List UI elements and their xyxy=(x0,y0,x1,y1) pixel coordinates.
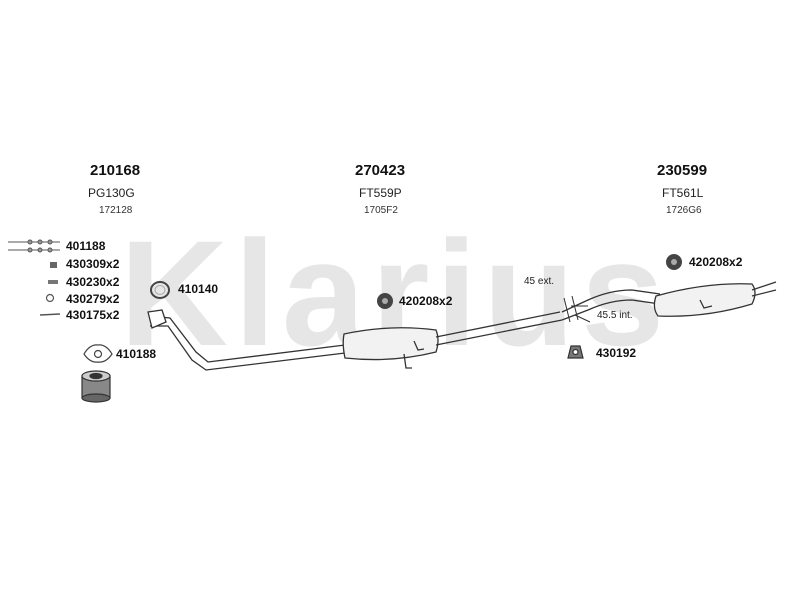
rear-silencer-part-number: 230599 xyxy=(657,162,708,179)
mount-label-right: 420208x2 xyxy=(689,255,743,269)
rear-silencer-sub-code: 1726G6 xyxy=(666,205,702,216)
mount-label-middle: 420208x2 xyxy=(399,294,453,308)
int-diameter-label: 45.5 int. xyxy=(597,310,633,321)
rear-silencer-code: FT561L xyxy=(662,186,704,200)
pin-icon xyxy=(39,313,61,316)
middle-silencer-code: FT559P xyxy=(359,186,402,200)
spring-icon xyxy=(45,293,55,303)
front-pipe xyxy=(147,309,346,371)
middle-silencer-sub-code: 1705F2 xyxy=(364,205,398,216)
bolt-icon xyxy=(8,239,60,253)
washer-icon xyxy=(48,280,58,284)
bolt-label: 401188 xyxy=(66,239,106,253)
gasket-label: 410188 xyxy=(116,347,157,361)
rubber-mount-icon xyxy=(81,370,111,403)
mount-icon-right xyxy=(666,254,682,270)
nut-label: 430309x2 xyxy=(66,257,120,271)
mount-icon-middle xyxy=(377,293,393,309)
rear-silencer xyxy=(561,281,777,321)
middle-silencer xyxy=(342,311,563,369)
spring-label: 430279x2 xyxy=(66,292,120,306)
ring-label: 410140 xyxy=(178,282,219,296)
middle-silencer-part-number: 270423 xyxy=(355,162,406,179)
gasket-icon xyxy=(83,344,113,363)
front-pipe-sub-code: 172128 xyxy=(99,205,133,216)
front-pipe-code: PG130G xyxy=(88,186,135,200)
hanger-icon xyxy=(567,345,584,359)
front-pipe-part-number: 210168 xyxy=(90,162,141,179)
ext-diameter-label: 45 ext. xyxy=(524,276,555,287)
pin-label: 430175x2 xyxy=(66,308,120,322)
nut-icon xyxy=(50,262,57,268)
washer-label: 430230x2 xyxy=(66,275,120,289)
hanger-label: 430192 xyxy=(596,346,637,360)
ring-icon xyxy=(150,281,170,299)
